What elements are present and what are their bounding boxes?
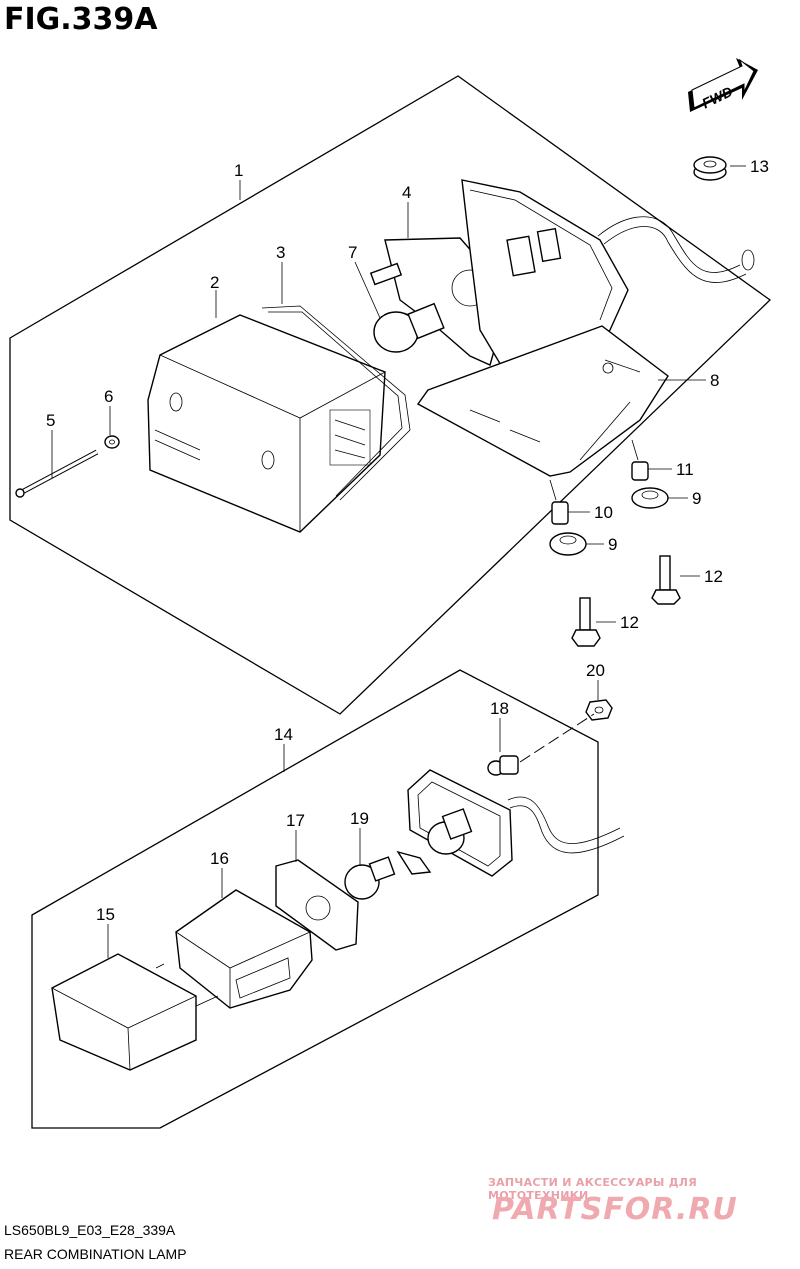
part-9-grommet-a — [631, 487, 669, 509]
leader-lines — [51, 165, 746, 958]
callout-6: 6 — [104, 387, 113, 406]
callout-13: 13 — [750, 157, 769, 176]
watermark-tagline: ЗАПЧАСТИ И АКСЕССУАРЫ ДЛЯ МОТОТЕХНИКИ — [488, 1176, 698, 1202]
part-16-lamp-housing — [175, 889, 313, 1009]
part-7-bulb — [373, 302, 445, 353]
part-17-gasket-plate — [275, 859, 359, 951]
callout-5: 5 — [46, 411, 55, 430]
part-2-lens-housing — [147, 314, 386, 533]
callout-15: 15 — [96, 905, 115, 924]
callout-18: 18 — [490, 699, 509, 718]
callout-12b: 12 — [620, 613, 639, 632]
part-6-washer — [104, 435, 120, 449]
callout-9a: 9 — [692, 489, 701, 508]
callout-8: 8 — [710, 371, 719, 390]
part-14-license-lamp-base — [396, 769, 625, 877]
callout-2: 2 — [210, 273, 219, 292]
callout-7: 7 — [348, 243, 357, 262]
part-9-grommet-b — [549, 532, 587, 556]
part-5-screw — [15, 449, 99, 498]
part-13-grommet — [693, 156, 727, 181]
callout-16: 16 — [210, 849, 229, 868]
callout-17: 17 — [286, 811, 305, 830]
callout-11: 11 — [676, 460, 694, 479]
callout-9b: 9 — [608, 535, 617, 554]
part-11-collar — [631, 461, 649, 481]
part-12-bolt-a — [651, 555, 681, 605]
callout-12a: 12 — [704, 567, 723, 586]
part-19-bulb — [344, 856, 396, 900]
fwd-arrow-icon: FWD — [688, 58, 758, 112]
callout-14: 14 — [274, 725, 293, 744]
figure-name: REAR COMBINATION LAMP — [4, 1246, 187, 1262]
callout-4: 4 — [402, 183, 411, 202]
callout-19: 19 — [350, 809, 369, 828]
part-1-lamp-body — [461, 179, 755, 381]
callout-20: 20 — [586, 661, 605, 680]
part-15-lens — [51, 953, 219, 1071]
part-12-bolt-b — [571, 597, 601, 647]
part-8-bracket — [416, 325, 669, 477]
leader-dashed-18-20 — [519, 713, 595, 763]
part-20-nut — [585, 699, 613, 721]
watermark-brand: PARTSFOR.RU — [492, 1192, 738, 1227]
figure-code: LS650BL9_E03_E28_339A — [4, 1222, 176, 1238]
assembly-14-frame — [31, 669, 599, 1129]
callout-10: 10 — [594, 503, 613, 522]
part-18-grommet — [487, 755, 519, 776]
part-10-collar — [551, 501, 569, 525]
figure-title: FIG.339A — [4, 2, 158, 37]
callout-1: 1 — [234, 161, 243, 180]
callout-3: 3 — [276, 243, 285, 262]
part-3-gasket — [261, 305, 411, 501]
